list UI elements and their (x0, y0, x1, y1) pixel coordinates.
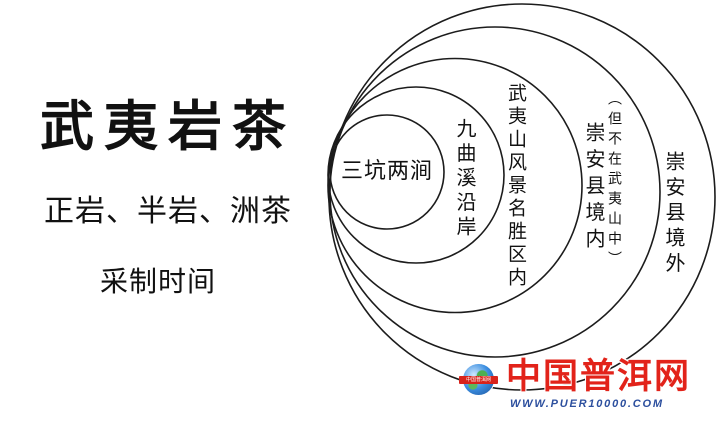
globe-logo-icon: 中国普洱网 (459, 364, 498, 395)
page-subtitle: 正岩、半岩、洲茶 (44, 194, 292, 229)
ring-2-label: 九曲溪沿岸 (453, 118, 477, 241)
ring-5-label: 崇安县境外 (662, 151, 686, 278)
page-caption: 采制时间 (100, 265, 217, 298)
watermark-name: 中国普洱网 (506, 357, 692, 397)
ring-3-label: 武夷山风景名胜区内 (505, 83, 527, 290)
ring-4-note: （但不在武夷山中） (606, 91, 622, 271)
page-title: 武夷岩茶 (40, 95, 296, 158)
ring-1-label: 三坑两涧 (341, 159, 434, 184)
logo-banner-text: 中国普洱网 (465, 377, 491, 383)
ring-2-circle (327, 86, 505, 264)
ring-1-circle (329, 114, 445, 230)
watermark-url: WWW.PUER10000.COM (510, 398, 664, 410)
logo-banner: 中国普洱网 (459, 376, 498, 384)
ring-4-label: 崇安县境内 (582, 122, 606, 255)
